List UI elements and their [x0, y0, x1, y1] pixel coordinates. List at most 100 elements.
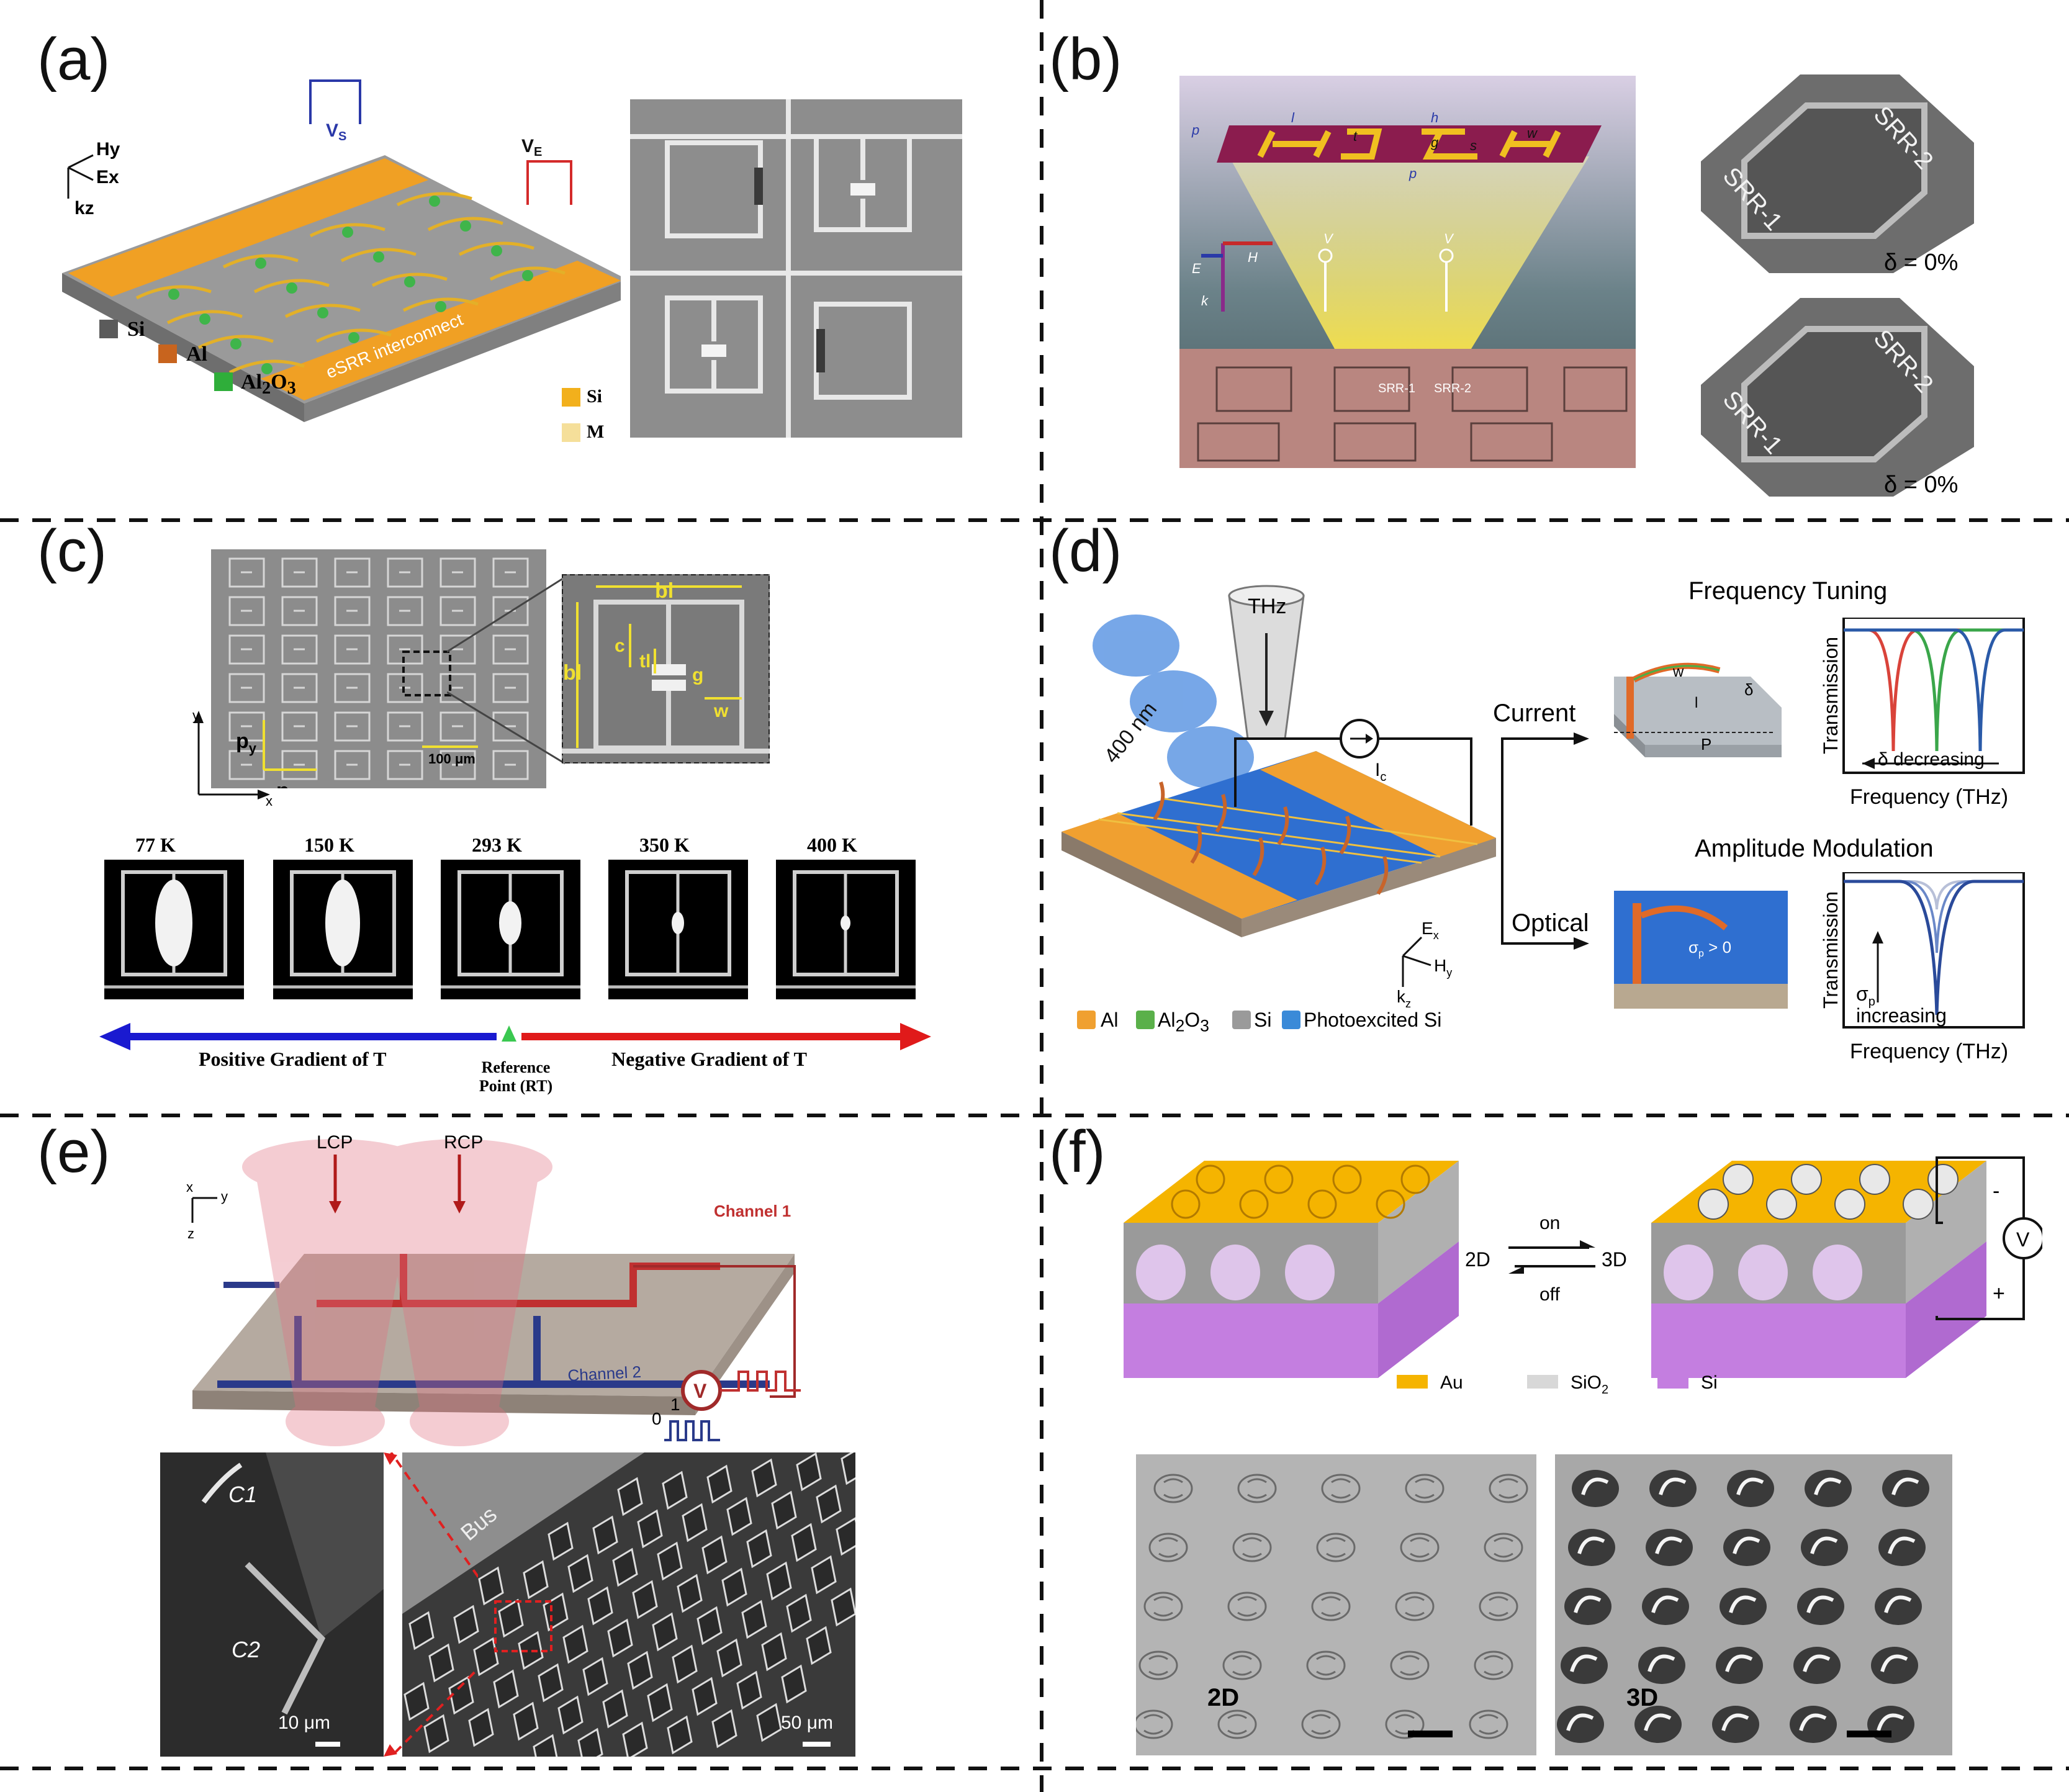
pinwheel-3d: [1646, 1529, 1693, 1566]
unit-cell: [492, 557, 529, 588]
resonator-tile: [677, 1574, 703, 1613]
resonator-tile: [701, 1535, 728, 1575]
panel-f-schematic: on off 2D 3D V - + Au SiO2 Si: [1124, 1156, 2042, 1397]
panel-e-zoom-lines: [384, 1452, 478, 1757]
dim-w: w: [713, 701, 729, 721]
optical-inset: σp > 0: [1614, 891, 1788, 1009]
unit-cell: [492, 596, 529, 626]
panel-b-label: (b): [1049, 26, 1122, 92]
temperature-label: 150 K: [304, 834, 354, 856]
freq-axis-top: Frequency (THz): [1850, 785, 2008, 809]
resonator-tile: [716, 1638, 742, 1678]
scale-right: 50 μm: [781, 1713, 833, 1733]
resonator-tile: [637, 1509, 663, 1549]
legend-al: Al: [186, 343, 207, 366]
resonator-tile: [766, 1561, 792, 1601]
legend-right-si: Si: [587, 386, 603, 407]
pinwheel-2d: [1136, 1709, 1173, 1739]
pinwheel-2d: [1222, 1650, 1262, 1680]
threed-label: 3D: [1602, 1248, 1627, 1271]
panel-a-label: (a): [37, 26, 110, 92]
pinwheel-3d: [1638, 1647, 1685, 1684]
vs-label: V: [326, 120, 338, 141]
svg-text:px: px: [276, 779, 297, 788]
on-label: on: [1539, 1213, 1560, 1233]
panel-e-schematic: LCP RCP Channel 1 Channel 2 V 0 1 x y z: [186, 1132, 801, 1446]
unit-cell: [281, 750, 318, 780]
resonator-tile: [761, 1632, 787, 1672]
delta-decreasing: δ decreasing: [1878, 749, 1985, 770]
resonator-tile: [468, 1708, 494, 1747]
pinwheel-3d: [1564, 1588, 1611, 1625]
pinwheel-3d: [1793, 1647, 1841, 1684]
svg-text:VE: VE: [521, 136, 542, 159]
panel-c-axes: y x: [192, 708, 273, 807]
pinwheel-2d: [1311, 1592, 1351, 1621]
unit-cell: [334, 596, 371, 626]
unit-cell: [334, 634, 371, 665]
pinwheel-3d: [1875, 1588, 1922, 1625]
current-label: Current: [1493, 700, 1576, 727]
panel-c-label: (c): [37, 518, 107, 584]
pinwheel-3d: [1871, 1647, 1918, 1684]
unit-cell: [387, 596, 423, 626]
unit-cell: [281, 711, 318, 742]
panel-d-label: (d): [1049, 518, 1122, 584]
unit-cell: [387, 557, 423, 588]
resonator-tile: [791, 1523, 817, 1562]
svg-text:Ic: Ic: [1375, 760, 1386, 784]
srr2-bottom: SRR-2: [1434, 382, 1471, 395]
unit-cell: [228, 673, 265, 703]
current-inset: P w l δ: [1614, 662, 1782, 757]
w-label: w: [1527, 125, 1538, 141]
resonator-tile: [706, 1464, 732, 1504]
resonator-tile: [841, 1452, 855, 1485]
v-meter-label: V: [693, 1380, 707, 1402]
legend-si-swatch-d: [1232, 1011, 1251, 1029]
bit1: 1: [670, 1395, 680, 1414]
svg-text:σp > 0: σp > 0: [1688, 938, 1731, 959]
pinwheel-2d: [1390, 1650, 1430, 1680]
g-label: g: [1431, 135, 1439, 150]
amp-mod-chart: σp increasing Transmission Frequency (TH…: [1819, 872, 2025, 1063]
axis-y: y: [192, 708, 199, 723]
resonator-tile: [831, 1587, 855, 1627]
pinwheel-2d: [1217, 1709, 1257, 1739]
resonator-tile: [538, 1663, 564, 1703]
minus-label: -: [1993, 1179, 1999, 1203]
legend-al-d: Al: [1101, 1009, 1119, 1031]
unit-cell: [439, 711, 476, 742]
legend-right-si-swatch: [562, 388, 580, 407]
pinwheel-3d: [1716, 1647, 1763, 1684]
sem-top-delta: δ = 0%: [1884, 250, 1959, 276]
resonator-tile: [602, 1689, 628, 1729]
axis-kz: kz: [74, 198, 94, 218]
svg-text:kz: kz: [1397, 987, 1411, 1010]
temperature-image: [441, 860, 580, 999]
svg-text:Hy: Hy: [1434, 956, 1452, 979]
pinwheel-3d: [1557, 1706, 1604, 1743]
resonator-tile: [751, 1458, 777, 1498]
pinwheel-2d: [1153, 1474, 1193, 1503]
pinwheel-3d: [1805, 1470, 1852, 1507]
resonator-tile: [672, 1644, 698, 1684]
resonator-tile: [682, 1503, 708, 1542]
unit-cell: [281, 596, 318, 626]
resonator-tile: [781, 1664, 807, 1704]
unit-cell: [492, 673, 529, 703]
legend-al2o3-swatch-d: [1136, 1011, 1155, 1029]
temperature-label: 293 K: [472, 834, 522, 856]
s-label: s: [1470, 138, 1477, 153]
pinwheel-3d: [1649, 1470, 1697, 1507]
sem-bottom-delta: δ = 0%: [1884, 472, 1959, 498]
unit-cell: [281, 673, 318, 703]
panel-f-sem-2d: 2D: [1136, 1454, 1536, 1755]
resonator-tile: [562, 1624, 588, 1664]
pinwheel-3d: [1797, 1588, 1844, 1625]
pinwheel-2d: [1395, 1592, 1435, 1621]
resonator-tile: [721, 1567, 747, 1607]
negative-gradient: Negative Gradient of T: [611, 1048, 807, 1070]
resonator-tile: [806, 1626, 832, 1665]
srr-interconnect-label: SRR interconnect: [106, 115, 240, 184]
